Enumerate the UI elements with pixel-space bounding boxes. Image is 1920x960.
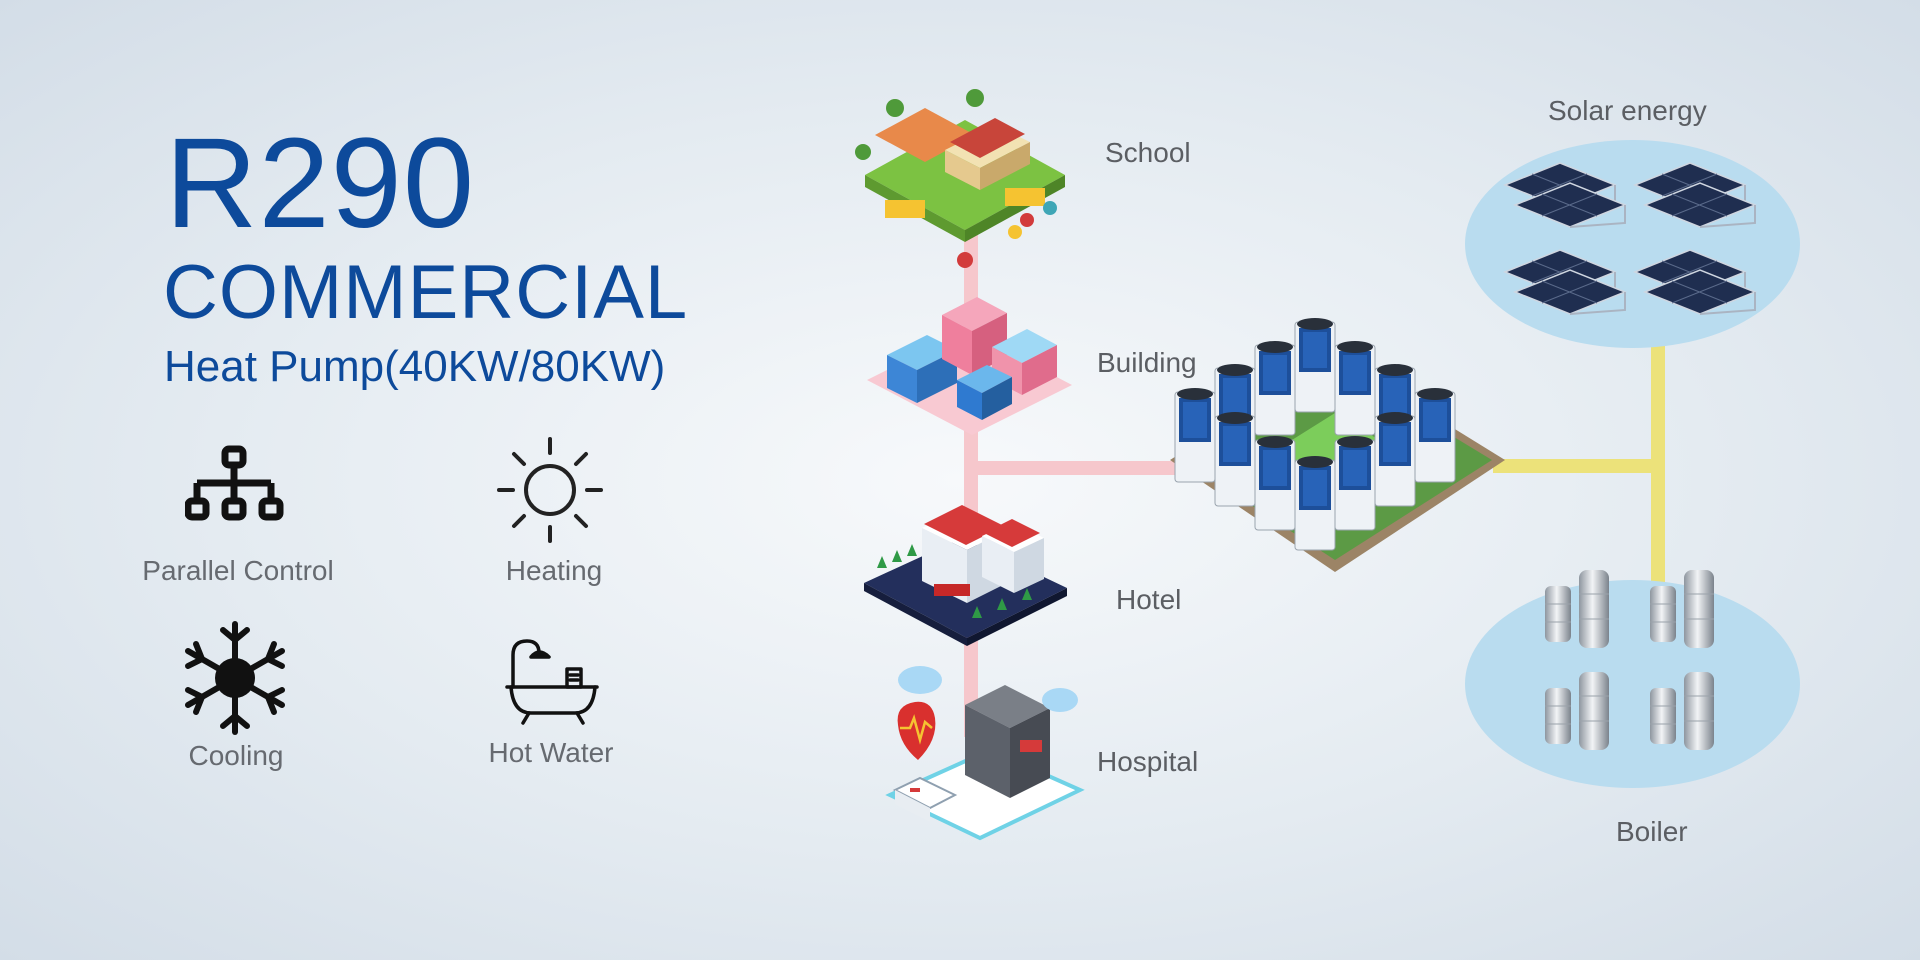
heat-pump-unit xyxy=(1294,318,1336,413)
model-title: R290 xyxy=(165,112,475,255)
feature-label-cooling: Cooling xyxy=(188,740,284,771)
heat-pump-unit xyxy=(1334,341,1376,436)
heat-pump-array-illustration xyxy=(1170,318,1505,572)
heat-pump-unit xyxy=(1374,412,1416,507)
heat-pump-unit xyxy=(1254,341,1296,436)
heat-pump-unit xyxy=(1174,388,1216,483)
heat-pump-unit xyxy=(1294,456,1336,551)
product-subtitle: Heat Pump(40KW/80KW) xyxy=(164,342,666,391)
category-title: COMMERCIAL xyxy=(163,250,689,335)
feature-label-parallel-control: Parallel Control xyxy=(142,555,334,586)
sun-icon xyxy=(497,437,603,543)
heat-pump-unit xyxy=(1254,436,1296,531)
heat-pump-unit xyxy=(1214,412,1256,507)
hotel-illustration xyxy=(864,505,1067,646)
building-illustration xyxy=(867,297,1072,435)
parallel-control-icon xyxy=(185,445,284,521)
heat-pump-unit xyxy=(1414,388,1456,483)
boiler-ellipse xyxy=(1465,580,1800,788)
feature-label-hot-water: Hot Water xyxy=(488,737,614,768)
solar-label: Solar energy xyxy=(1548,95,1707,126)
heat-pump-unit xyxy=(1334,436,1376,531)
bathtub-icon xyxy=(505,639,599,725)
app-label-hotel: Hotel xyxy=(1116,584,1182,615)
boiler-label: Boiler xyxy=(1616,816,1688,847)
school-illustration xyxy=(855,89,1065,268)
snowflake-icon xyxy=(185,621,285,735)
solar-panels-illustration xyxy=(1504,162,1756,315)
app-label-building: Building xyxy=(1097,347,1197,378)
app-label-school: School xyxy=(1105,137,1191,168)
solar-ellipse xyxy=(1465,140,1800,348)
app-label-hospital: Hospital xyxy=(1097,746,1199,777)
boiler-tanks-illustration xyxy=(1544,569,1715,751)
hospital-illustration xyxy=(885,666,1085,841)
feature-label-heating: Heating xyxy=(505,555,603,586)
